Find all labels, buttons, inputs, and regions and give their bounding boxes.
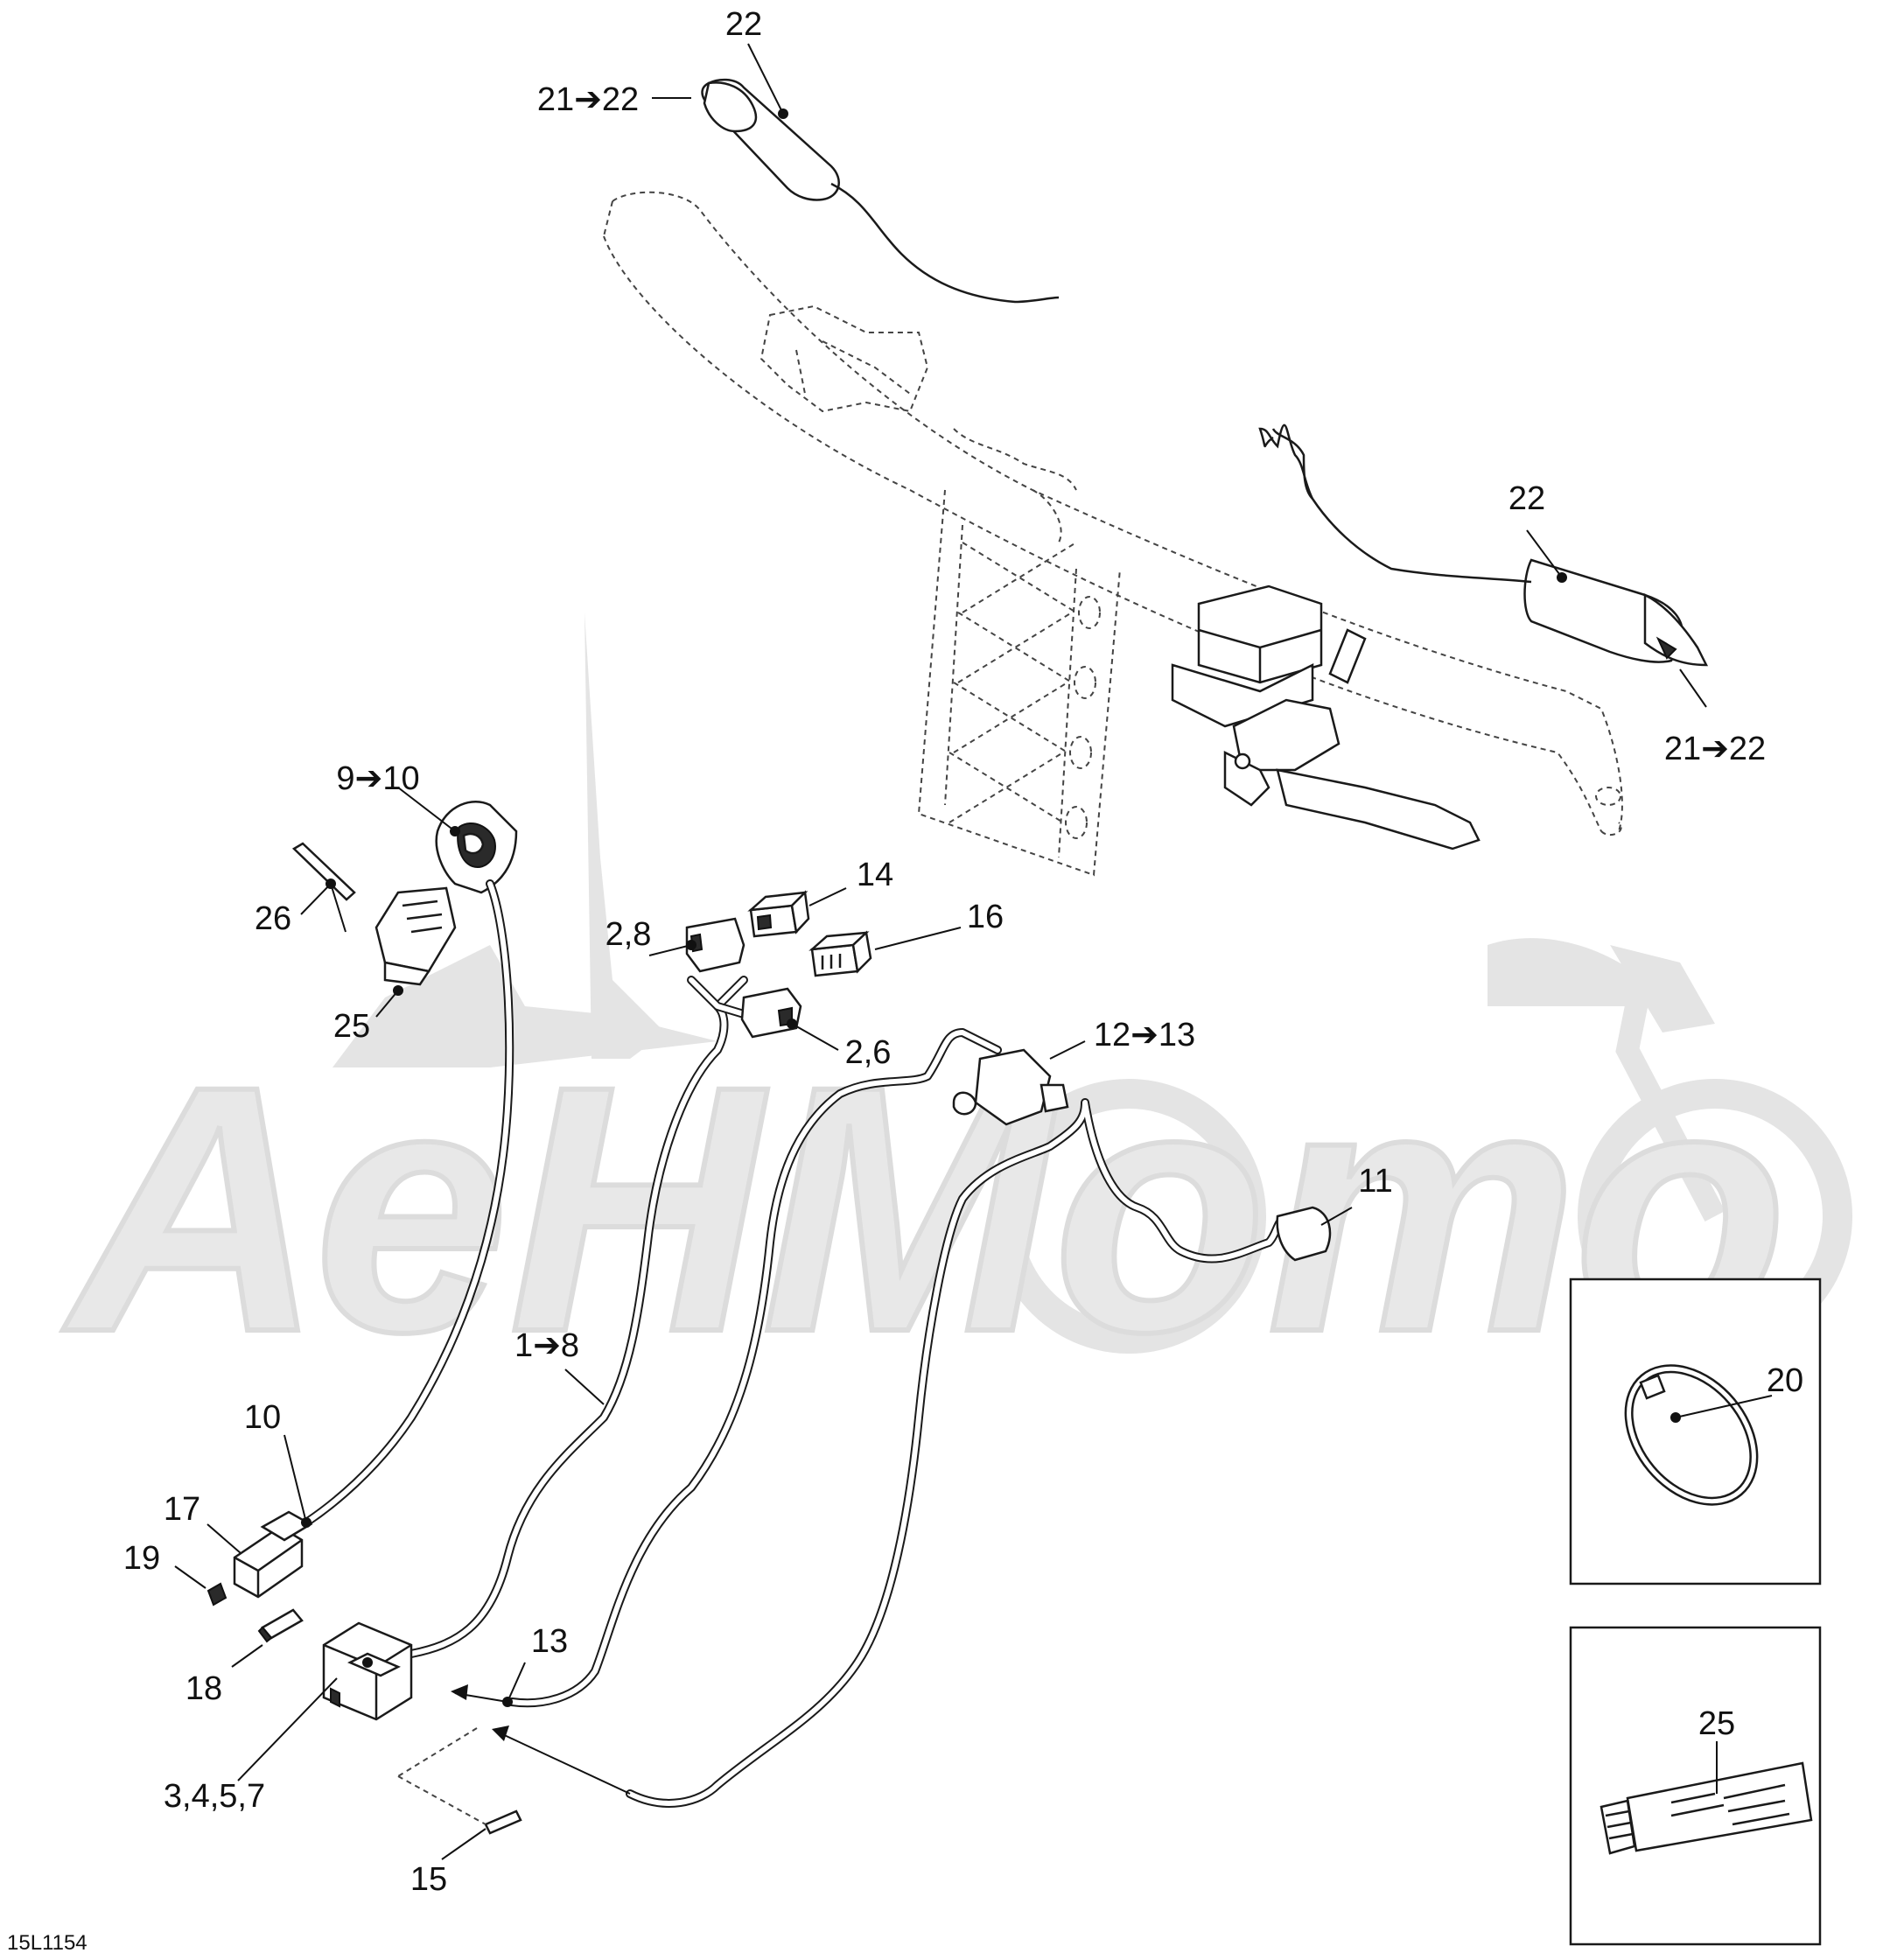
connector-11: [1276, 1206, 1332, 1262]
callout-22-top: 22: [725, 6, 762, 43]
figure-code: 15L1154: [7, 1931, 88, 1955]
wire-harness-11: [626, 1098, 1291, 1808]
connector-17: [233, 1510, 313, 1599]
grip-heater-left: [701, 78, 1060, 304]
callout-25-box: 25: [1698, 1705, 1735, 1742]
leader-lines: [174, 43, 1773, 1860]
detail-box-25: [1569, 1626, 1822, 1946]
callout-15: 15: [410, 1861, 447, 1898]
connector-2-6: [740, 987, 802, 1039]
terminal-19: [206, 1582, 228, 1606]
terminal-15: [484, 1810, 522, 1835]
callout-21-22-top: 21➔22: [537, 81, 639, 118]
watermark-text: АеНМото: [60, 1013, 1788, 1404]
callout-labels: 22 21➔22 22 21➔22 9➔10 26 25 14 16 2,8 2…: [7, 6, 1803, 1955]
connector-16: [808, 930, 872, 977]
callout-14: 14: [857, 857, 893, 893]
callout-22-right: 22: [1508, 480, 1545, 517]
main-connector: [322, 1621, 413, 1721]
callout-12-13: 12➔13: [1094, 1017, 1195, 1054]
terminal-18: [257, 1608, 304, 1643]
handlebar: [603, 191, 1623, 877]
callout-11: 11: [1358, 1163, 1392, 1200]
callout-26: 26: [255, 900, 291, 937]
callout-9-10: 9➔10: [336, 760, 419, 797]
brake-master-cylinder: [1171, 584, 1480, 850]
callout-17: 17: [164, 1491, 200, 1528]
routing-arrows: [397, 1684, 631, 1825]
callout-18: 18: [186, 1670, 222, 1707]
callout-2-6: 2,6: [845, 1034, 892, 1071]
connector-12-13: [952, 1048, 1069, 1126]
callout-13: 13: [531, 1623, 568, 1660]
grip-heater-right: [1258, 424, 1709, 667]
connector-14: [747, 890, 810, 938]
wire-harness-1-8: [302, 879, 766, 1658]
callout-16: 16: [967, 899, 1004, 935]
detail-box-20: [1569, 1278, 1822, 1586]
callout-20: 20: [1767, 1362, 1803, 1399]
connector-9-10: [435, 801, 518, 894]
module-25: [374, 886, 457, 986]
callout-3-4-5-7: 3,4,5,7: [164, 1778, 265, 1815]
callout-19: 19: [123, 1540, 160, 1577]
callout-21-22-right: 21➔22: [1664, 731, 1766, 767]
callout-10: 10: [244, 1399, 281, 1436]
connector-2-8: [685, 917, 746, 973]
callout-2-8: 2,8: [606, 916, 652, 953]
wire-harness-12-13: [508, 1028, 1002, 1708]
callout-1-8: 1➔8: [514, 1327, 579, 1364]
callout-25: 25: [333, 1008, 370, 1045]
